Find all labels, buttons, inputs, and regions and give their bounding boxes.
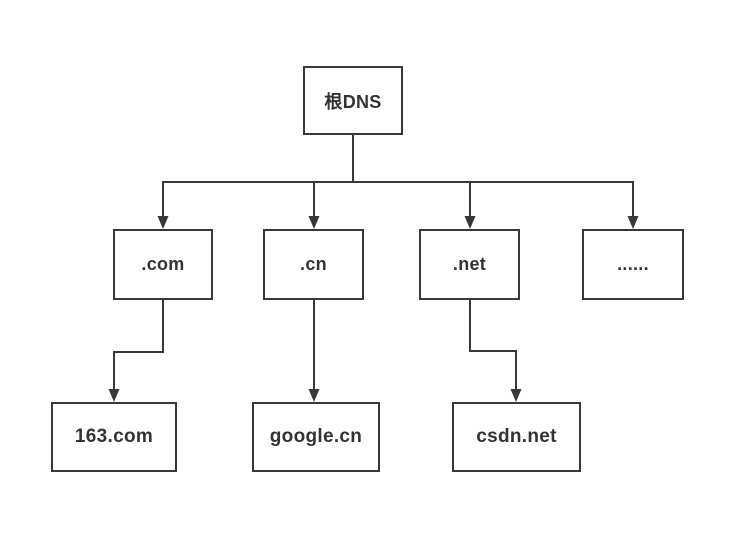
node-163-com-label: 163.com: [74, 426, 154, 447]
arrowhead-google: [308, 389, 320, 402]
node-google-cn-label: google.cn: [269, 426, 363, 447]
node-google-cn: google.cn: [252, 402, 380, 472]
edge-net-csdn: [469, 300, 517, 390]
node-net-label: .net: [452, 254, 487, 274]
node-root-dns-label: 根DNS: [324, 91, 382, 112]
node-cn-label: .cn: [300, 254, 327, 274]
node-com: .com: [113, 229, 213, 300]
arrowhead-csdn: [510, 389, 522, 402]
arrowhead-cn: [308, 216, 320, 229]
node-others-ellipsis-label: ......: [617, 254, 649, 274]
edge-com-163: [113, 300, 164, 390]
arrowhead-net: [464, 216, 476, 229]
node-csdn-net: csdn.net: [452, 402, 581, 472]
node-root-dns: 根DNS: [303, 66, 403, 135]
node-csdn-net-label: csdn.net: [476, 426, 557, 447]
arrowhead-com: [157, 216, 169, 229]
node-com-label: .com: [141, 254, 185, 274]
node-163-com: 163.com: [51, 402, 177, 472]
node-others-ellipsis: ......: [582, 229, 684, 300]
node-cn: .cn: [263, 229, 364, 300]
arrowhead-others: [627, 216, 639, 229]
node-net: .net: [419, 229, 520, 300]
arrowhead-163: [108, 389, 120, 402]
